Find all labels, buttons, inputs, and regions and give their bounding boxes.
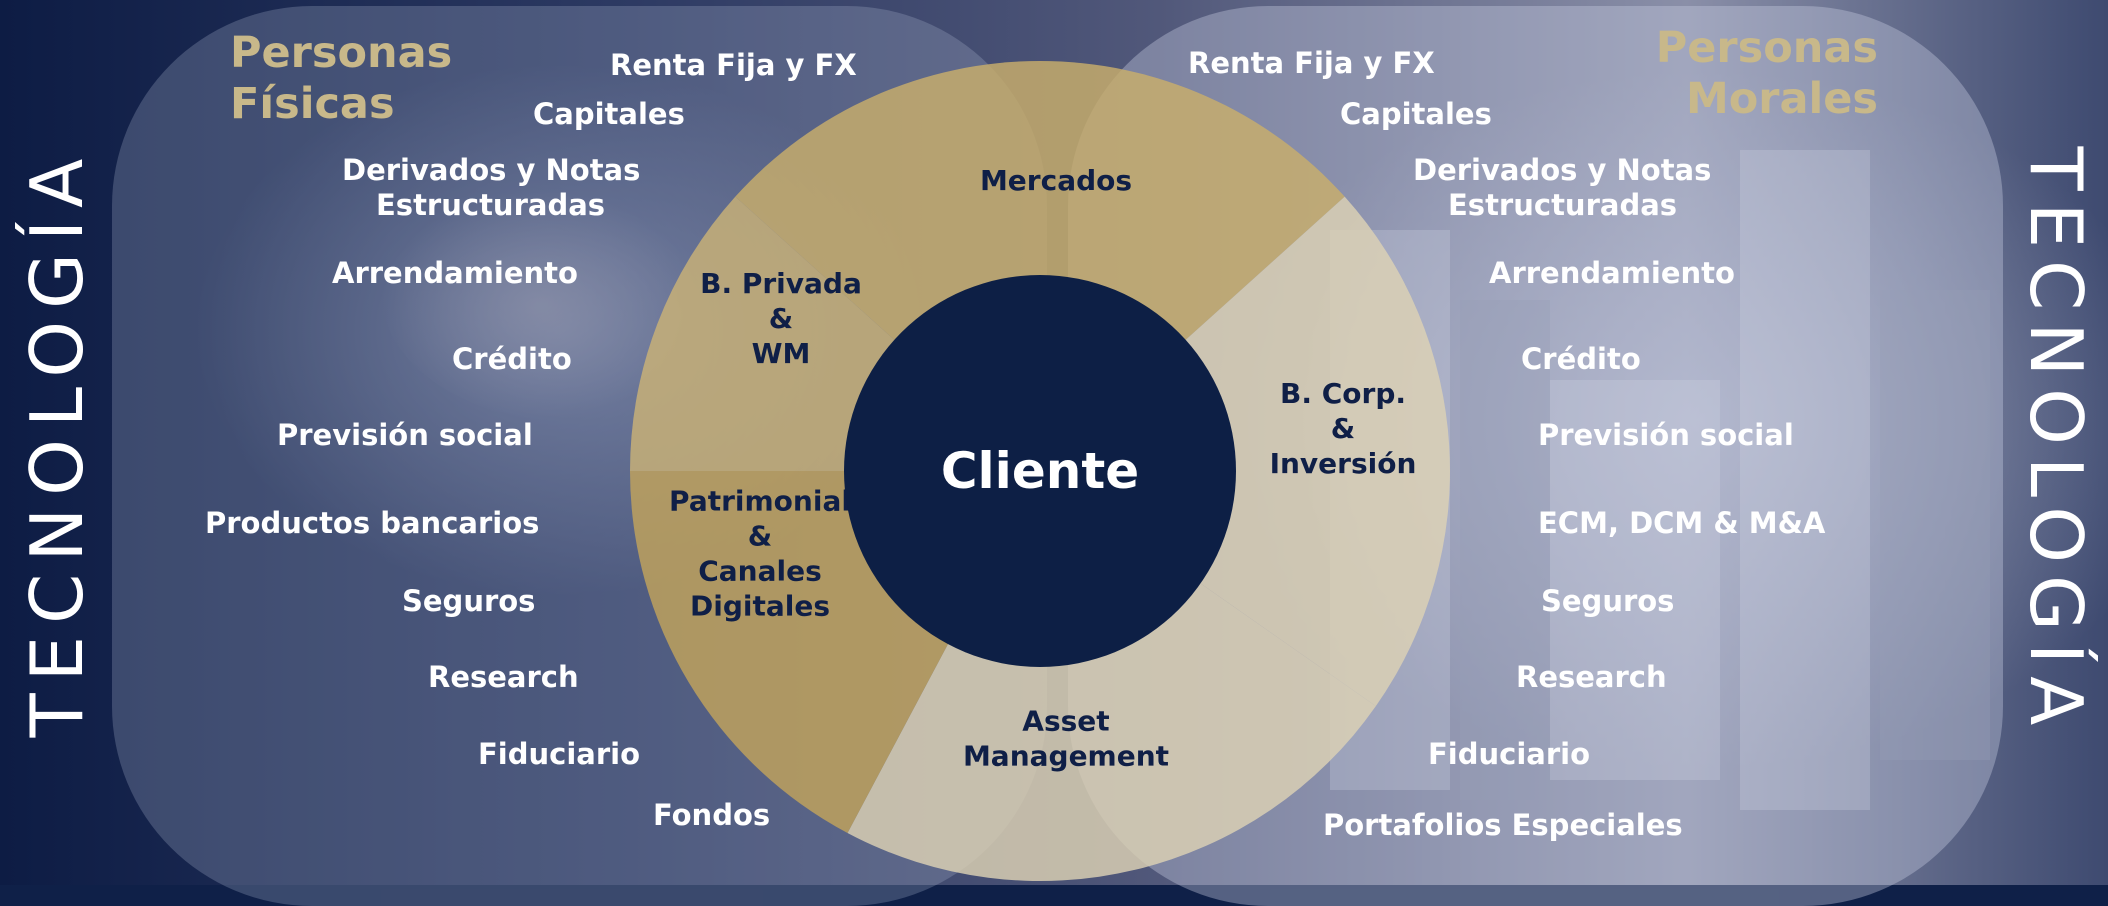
left-item: Previsión social (277, 418, 533, 452)
wheel-segment-label: Digitales (690, 590, 830, 623)
right-item: Research (1516, 660, 1667, 694)
wheel-segment-label: Mercados (980, 164, 1132, 197)
left-title-line2: Físicas (230, 79, 395, 129)
wheel-segment-label: B. Corp. (1280, 377, 1406, 410)
right-item: Derivados y Notas (1413, 153, 1712, 187)
wheel-segment-label: & (748, 520, 772, 553)
wheel-segment-label: & (769, 302, 793, 335)
wheel-segment-label: & (1331, 412, 1355, 445)
wheel-segment (1040, 196, 1450, 707)
right-item: Seguros (1541, 584, 1675, 618)
wheel-segment-label: WM (752, 337, 811, 370)
wheel-segment-label: Patrimonial (669, 485, 851, 518)
right-item: Arrendamiento (1489, 256, 1735, 290)
wheel-segment-label: Management (963, 740, 1169, 773)
right-item: Fiduciario (1428, 737, 1591, 771)
left-item: Crédito (452, 342, 572, 376)
cliente-label: Cliente (941, 442, 1139, 500)
right-item: Renta Fija y FX (1188, 46, 1435, 80)
wheel-segment-label: Inversión (1270, 447, 1417, 480)
cliente-circle (844, 275, 1236, 667)
left-item: Seguros (402, 584, 536, 618)
left-item: Derivados y Notas (342, 153, 641, 187)
left-item: Capitales (533, 97, 685, 131)
left-title-line1: Personas (230, 28, 453, 78)
wheel-segment-label: Asset (1022, 705, 1109, 738)
building-image (1460, 300, 1550, 800)
right-item: Capitales (1340, 97, 1492, 131)
left-item: Estructuradas (376, 188, 606, 222)
right-item: Portafolios Especiales (1323, 808, 1683, 842)
building-image (1550, 380, 1720, 780)
building-image (1880, 290, 1990, 760)
left-item: Renta Fija y FX (610, 48, 857, 82)
right-title-line2: Morales (1685, 74, 1878, 124)
wheel-segment-label: B. Privada (700, 267, 862, 300)
left-item: Fondos (653, 798, 771, 832)
right-title-line1: Personas (1655, 23, 1878, 73)
right-item: Estructuradas (1448, 188, 1678, 222)
left-item: Productos bancarios (205, 506, 540, 540)
left-item: Research (428, 660, 579, 694)
wheel-segment (847, 471, 1376, 881)
tecnologia-left-label: TECNOLOGÍA (15, 146, 99, 738)
building-image (1740, 150, 1870, 810)
left-item: Arrendamiento (332, 256, 578, 290)
right-item: Previsión social (1538, 418, 1794, 452)
left-item: Fiduciario (478, 737, 641, 771)
tecnologia-right-label: TECNOLOGÍA (2014, 146, 2098, 738)
wheel-segment (735, 60, 1345, 472)
right-item: ECM, DCM & M&A (1538, 506, 1826, 540)
right-item: Crédito (1521, 342, 1641, 376)
wheel-segment-label: Canales (698, 555, 822, 588)
